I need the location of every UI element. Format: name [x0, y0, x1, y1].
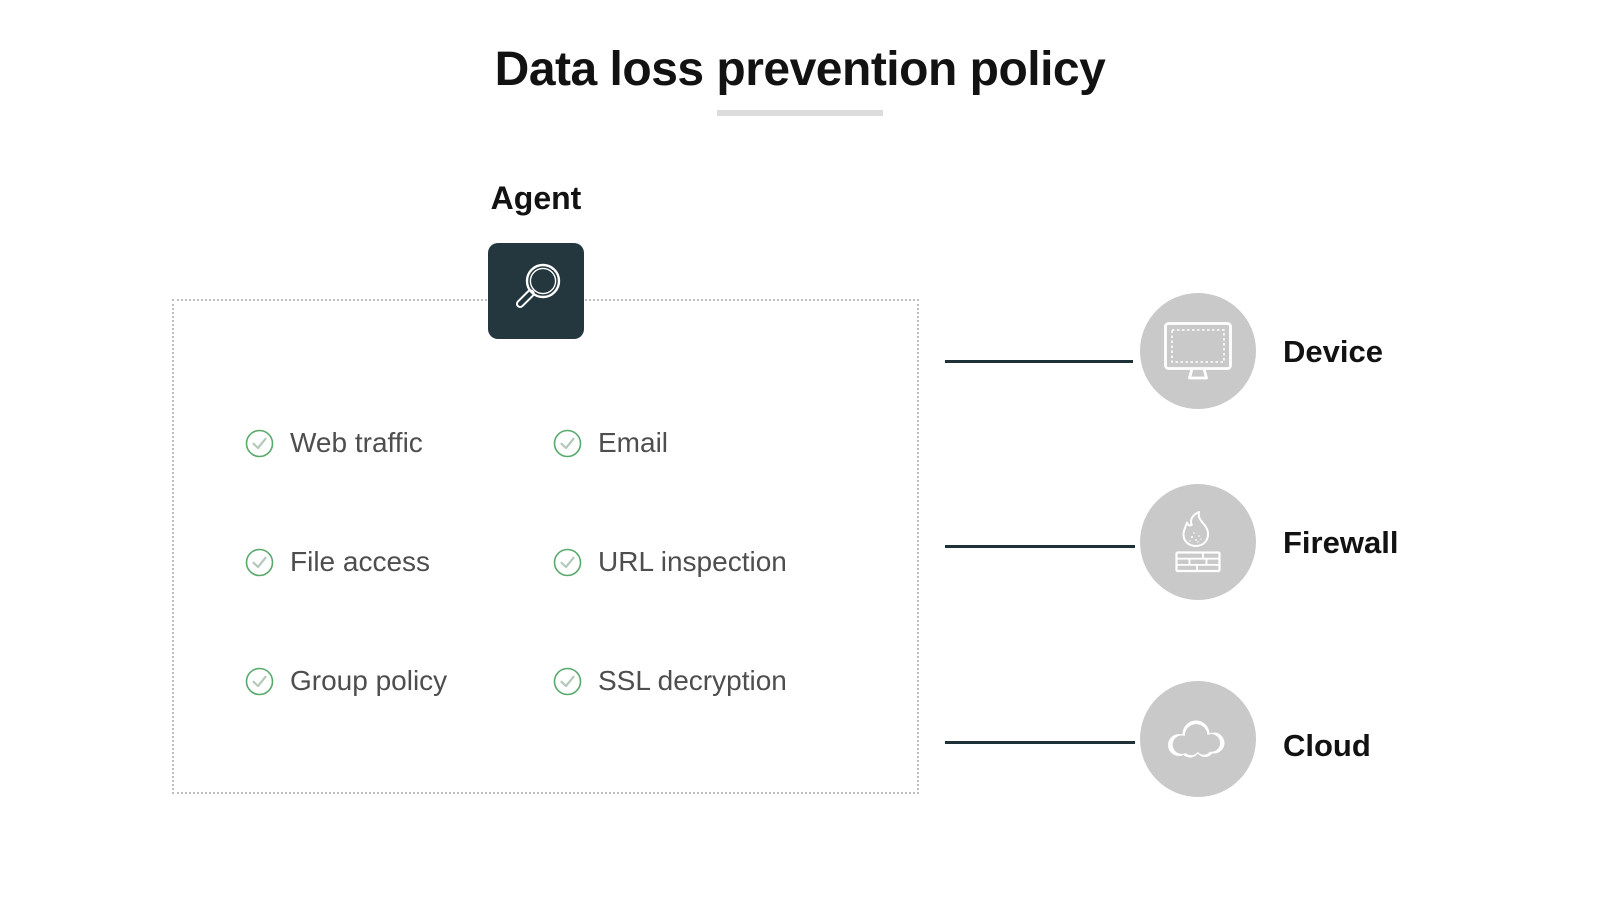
policy-item-web-traffic: Web traffic: [245, 426, 423, 460]
firewall-connector-line: [945, 545, 1135, 548]
policy-item-label: Email: [598, 427, 669, 458]
policy-item-email: Email: [553, 426, 668, 460]
policy-item-label: Web traffic: [290, 427, 423, 458]
page-title: Data loss prevention policy: [494, 43, 1106, 96]
policy-item-group-policy: Group policy: [245, 664, 447, 698]
agent-label: Agent: [490, 180, 582, 216]
check-icon: [245, 667, 274, 695]
device-connector-line: [945, 360, 1133, 363]
device-label: Device: [1283, 334, 1383, 369]
firewall-circle: [1140, 484, 1256, 600]
check-icon: [245, 548, 274, 576]
device-circle: [1140, 293, 1256, 409]
firewall-label: Firewall: [1283, 525, 1399, 560]
monitor-icon: [1164, 322, 1232, 380]
cloud-connector-line: [945, 741, 1135, 744]
policy-item-url-inspection: URL inspection: [553, 545, 787, 579]
check-icon: [245, 429, 274, 457]
cloud-circle: [1140, 681, 1256, 797]
policy-item-label: Group policy: [290, 665, 448, 696]
policy-item-label: URL inspection: [598, 546, 787, 577]
firewall-flame-brick-icon: [1175, 511, 1221, 573]
magnifier-icon: [515, 263, 561, 309]
policy-item-ssl-decryption: SSL decryption: [553, 664, 787, 698]
check-icon: [553, 429, 582, 457]
check-icon: [553, 667, 582, 695]
agent-icon-box: [488, 243, 584, 339]
policy-item-file-access: File access: [245, 545, 430, 579]
cloud-icon: [1168, 720, 1225, 758]
cloud-label: Cloud: [1283, 728, 1371, 763]
title-underline: [717, 110, 883, 116]
check-icon: [553, 548, 582, 576]
policy-item-label: SSL decryption: [598, 665, 787, 696]
policy-item-label: File access: [290, 546, 431, 577]
